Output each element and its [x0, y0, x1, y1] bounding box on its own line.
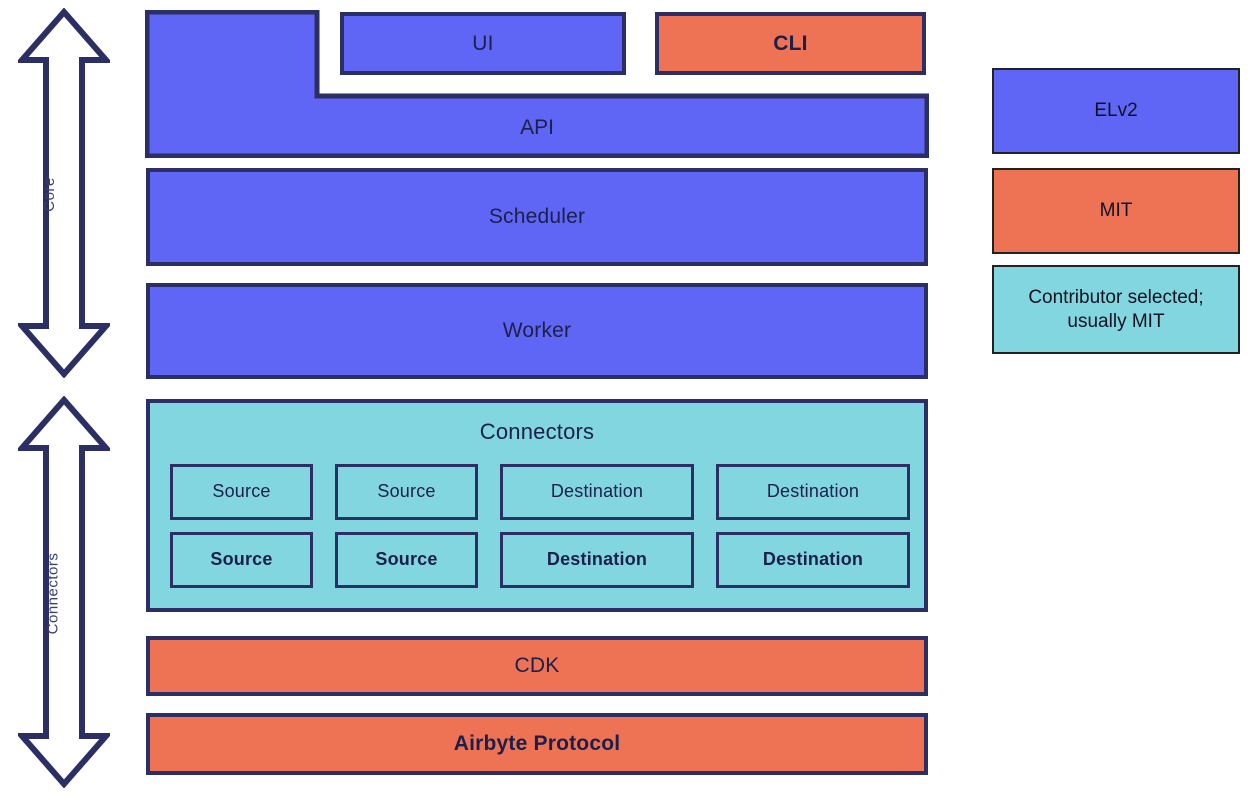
- connector-tile[interactable]: Destination: [716, 464, 910, 520]
- connector-tile[interactable]: Destination: [500, 532, 694, 588]
- api-block[interactable]: API: [145, 10, 929, 158]
- connector-tile-label: Destination: [546, 549, 648, 570]
- connector-tile[interactable]: Destination: [716, 532, 910, 588]
- connectors-container[interactable]: Connectors Source Source Destination Des…: [146, 399, 928, 612]
- connectors-scope-arrow: Connectors: [18, 396, 110, 788]
- ui-label: UI: [472, 31, 494, 55]
- cdk-label: CDK: [514, 654, 560, 678]
- legend-item-elv2[interactable]: ELv2: [992, 68, 1240, 154]
- connectors-arrow-label: Connectors: [44, 552, 62, 635]
- airbyte-protocol-block[interactable]: Airbyte Protocol: [146, 713, 928, 775]
- connector-tile[interactable]: Source: [335, 464, 478, 520]
- scheduler-label: Scheduler: [488, 205, 586, 229]
- ui-block[interactable]: UI: [340, 12, 626, 75]
- legend-label-contributor: Contributor selected; usually MIT: [1028, 286, 1204, 332]
- cdk-block[interactable]: CDK: [146, 636, 928, 696]
- connector-tile-label: Destination: [766, 481, 860, 502]
- connector-tile-label: Source: [375, 549, 438, 570]
- core-scope-arrow: Core: [18, 8, 110, 378]
- connector-tile-label: Source: [210, 549, 273, 570]
- connector-tile[interactable]: Source: [170, 464, 313, 520]
- cli-block[interactable]: CLI: [655, 12, 926, 75]
- connector-tile-label: Source: [212, 481, 271, 502]
- connector-tile-label: Destination: [762, 549, 864, 570]
- worker-label: Worker: [502, 319, 572, 343]
- scheduler-block[interactable]: Scheduler: [146, 168, 928, 266]
- connectors-title: Connectors: [479, 419, 595, 444]
- api-label: API: [520, 116, 554, 139]
- connector-tile[interactable]: Source: [335, 532, 478, 588]
- connector-tile-label: Destination: [550, 481, 644, 502]
- connector-tile[interactable]: Destination: [500, 464, 694, 520]
- airbyte-protocol-label: Airbyte Protocol: [453, 732, 621, 756]
- legend-label-elv2: ELv2: [1094, 100, 1138, 122]
- legend-item-contributor[interactable]: Contributor selected; usually MIT: [992, 265, 1240, 354]
- connector-tile-label: Source: [377, 481, 436, 502]
- connector-tile[interactable]: Source: [170, 532, 313, 588]
- core-arrow-label: Core: [40, 177, 58, 212]
- cli-label: CLI: [773, 31, 808, 55]
- legend-item-mit[interactable]: MIT: [992, 168, 1240, 254]
- legend-label-mit: MIT: [1099, 200, 1133, 222]
- worker-block[interactable]: Worker: [146, 283, 928, 379]
